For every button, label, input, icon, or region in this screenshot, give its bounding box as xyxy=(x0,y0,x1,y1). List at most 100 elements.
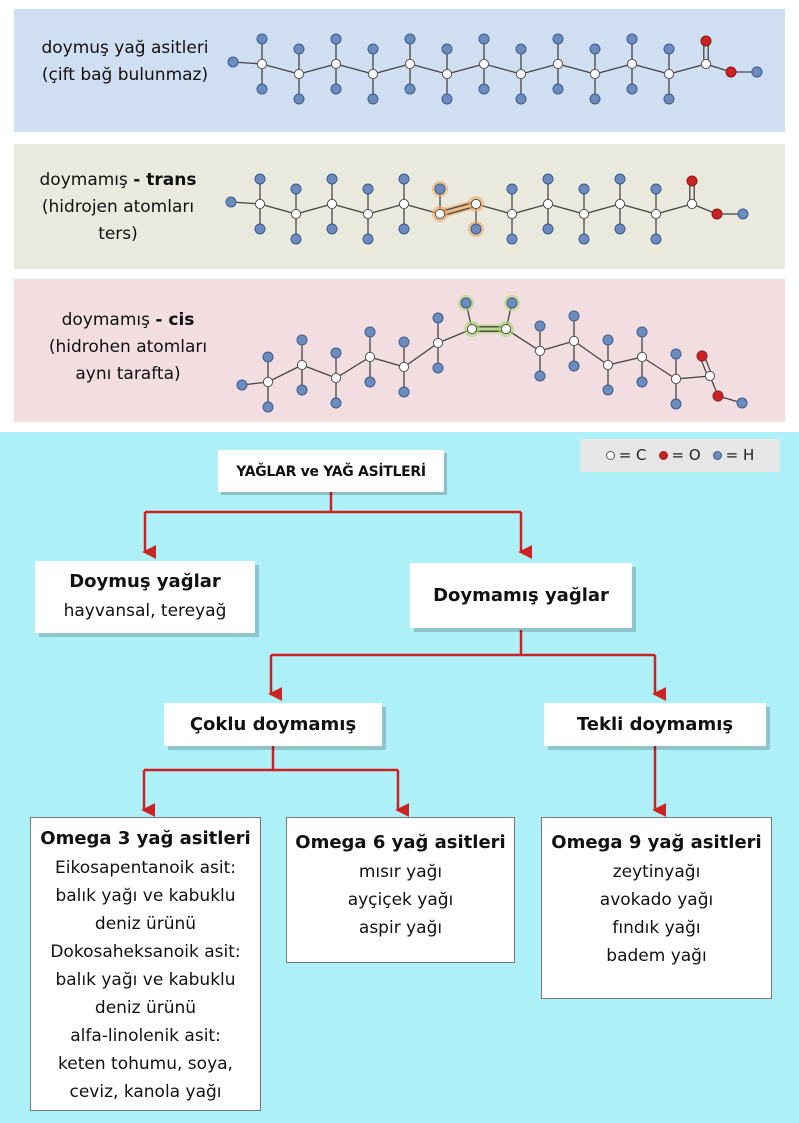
omega9-line: zeytinyağı xyxy=(612,862,701,882)
hydrogen-atom xyxy=(330,397,342,409)
oxygen-atom xyxy=(696,350,708,362)
bond xyxy=(267,364,303,383)
hydrogen-atom xyxy=(663,43,675,55)
hydrogen-atom xyxy=(663,93,675,105)
hydrogen-atom xyxy=(364,326,376,338)
bond xyxy=(655,203,693,215)
carbon-atom xyxy=(614,198,626,210)
hydrogen-atom xyxy=(650,183,662,195)
hydrogen-atom xyxy=(262,351,274,363)
carbon-atom xyxy=(254,198,266,210)
bond xyxy=(331,203,369,215)
hydrogen-atom xyxy=(478,83,490,95)
oxygen-atom xyxy=(725,66,737,78)
bond xyxy=(372,63,411,75)
hydrogen-atom xyxy=(515,93,527,105)
omega3-line: Eikosapentanoik asit: xyxy=(54,858,237,878)
hydrogen-atom xyxy=(751,66,763,78)
bond xyxy=(631,63,670,75)
hydrogen-atom xyxy=(293,93,305,105)
hydrogen-atom xyxy=(626,33,638,45)
bond xyxy=(557,63,596,75)
hydrogen-atom xyxy=(256,83,268,95)
trans-molecule-diagram xyxy=(225,173,749,245)
fat-classification-tree: = C = O = H YAĞLAR ve YAĞ ASİTLERİ Doymu… xyxy=(0,432,799,1123)
hydrogen-atom xyxy=(367,93,379,105)
hydrogen-atom xyxy=(398,223,410,235)
bond xyxy=(520,63,559,75)
hydrogen-atom xyxy=(568,310,580,322)
hydrogen-atom xyxy=(330,33,342,45)
bond xyxy=(335,356,371,379)
oxygen-atom xyxy=(711,208,723,220)
trans-label: doymamış - trans (hidrojen atomları ters… xyxy=(39,170,197,244)
bond xyxy=(675,375,711,380)
bond xyxy=(301,364,337,379)
carbon-atom xyxy=(578,208,590,220)
omega6-line: mısır yağı xyxy=(358,862,443,882)
carbon-atom xyxy=(404,58,416,70)
carbon-atom xyxy=(500,323,512,335)
omega3-line: deniz ürünü xyxy=(94,998,197,1018)
carbon-atom xyxy=(330,58,342,70)
saturated-fats-node: Doymuş yağlar hayvansal, tereyağ xyxy=(35,561,255,633)
omega3-line: balık yağı ve kabuklu xyxy=(55,886,236,906)
hydrogen-atom xyxy=(589,93,601,105)
carbon-dot-icon xyxy=(605,451,615,460)
bond xyxy=(335,63,374,75)
hydrogen-atom xyxy=(506,183,518,195)
carbon-atom xyxy=(466,323,478,335)
omega6-line: ayçiçek yağı xyxy=(347,890,454,910)
bond xyxy=(295,203,333,215)
bond xyxy=(573,340,609,366)
bond xyxy=(641,356,677,380)
carbon-atom xyxy=(434,208,446,220)
carbon-atom xyxy=(364,351,376,363)
bond xyxy=(583,203,621,215)
carbon-atom xyxy=(686,198,698,210)
legend-carbon: = C xyxy=(605,439,647,472)
hydrogen-atom xyxy=(441,43,453,55)
hydrogen-atom xyxy=(506,297,518,309)
hydrogen-atom xyxy=(262,401,274,413)
carbon-atom xyxy=(515,68,527,80)
carbon-atom xyxy=(478,58,490,70)
omega3-line: ceviz, kanola yağı xyxy=(69,1082,222,1102)
carbon-atom xyxy=(470,198,482,210)
carbon-atom xyxy=(432,337,444,349)
carbon-atom xyxy=(700,58,712,70)
hydrogen-atom xyxy=(398,336,410,348)
hydrogen-atom xyxy=(254,173,266,185)
unsaturated-fats-node: Doymamış yağlar xyxy=(410,563,632,628)
hydrogen-atom xyxy=(398,173,410,185)
hydrogen-atom xyxy=(515,43,527,55)
hydrogen-atom xyxy=(330,347,342,359)
hydrogen-atom xyxy=(568,360,580,372)
carbon-atom xyxy=(262,376,274,388)
hydrogen-atom xyxy=(542,173,554,185)
hydrogen-atom xyxy=(614,173,626,185)
hydrogen-atom xyxy=(296,384,308,396)
carbon-atom xyxy=(568,335,580,347)
hydrogen-atom xyxy=(470,223,482,235)
bond xyxy=(261,63,300,75)
carbon-atom xyxy=(663,68,675,80)
hydrogen-atom xyxy=(578,233,590,245)
hydrogen-atom xyxy=(364,376,376,388)
hydrogen-atom xyxy=(542,223,554,235)
hydrogen-atom xyxy=(367,43,379,55)
hydrogen-atom xyxy=(227,56,239,68)
trans-fatty-acid-panel: doymamış - trans (hidrojen atomları ters… xyxy=(14,144,785,269)
hydrogen-atom xyxy=(330,83,342,95)
omega3-line: deniz ürünü xyxy=(94,914,197,934)
cis-fatty-acid-panel: doymamış - cis (hidrohen atomları aynı t… xyxy=(14,279,785,422)
hydrogen-atom xyxy=(254,223,266,235)
hydrogen-atom xyxy=(636,326,648,338)
hydrogen-atom xyxy=(432,362,444,374)
hydrogen-atom xyxy=(602,384,614,396)
carbon-atom xyxy=(626,58,638,70)
hydrogen-atom xyxy=(460,297,472,309)
hydrogen-atom xyxy=(326,173,338,185)
oxygen-atom xyxy=(712,390,724,402)
